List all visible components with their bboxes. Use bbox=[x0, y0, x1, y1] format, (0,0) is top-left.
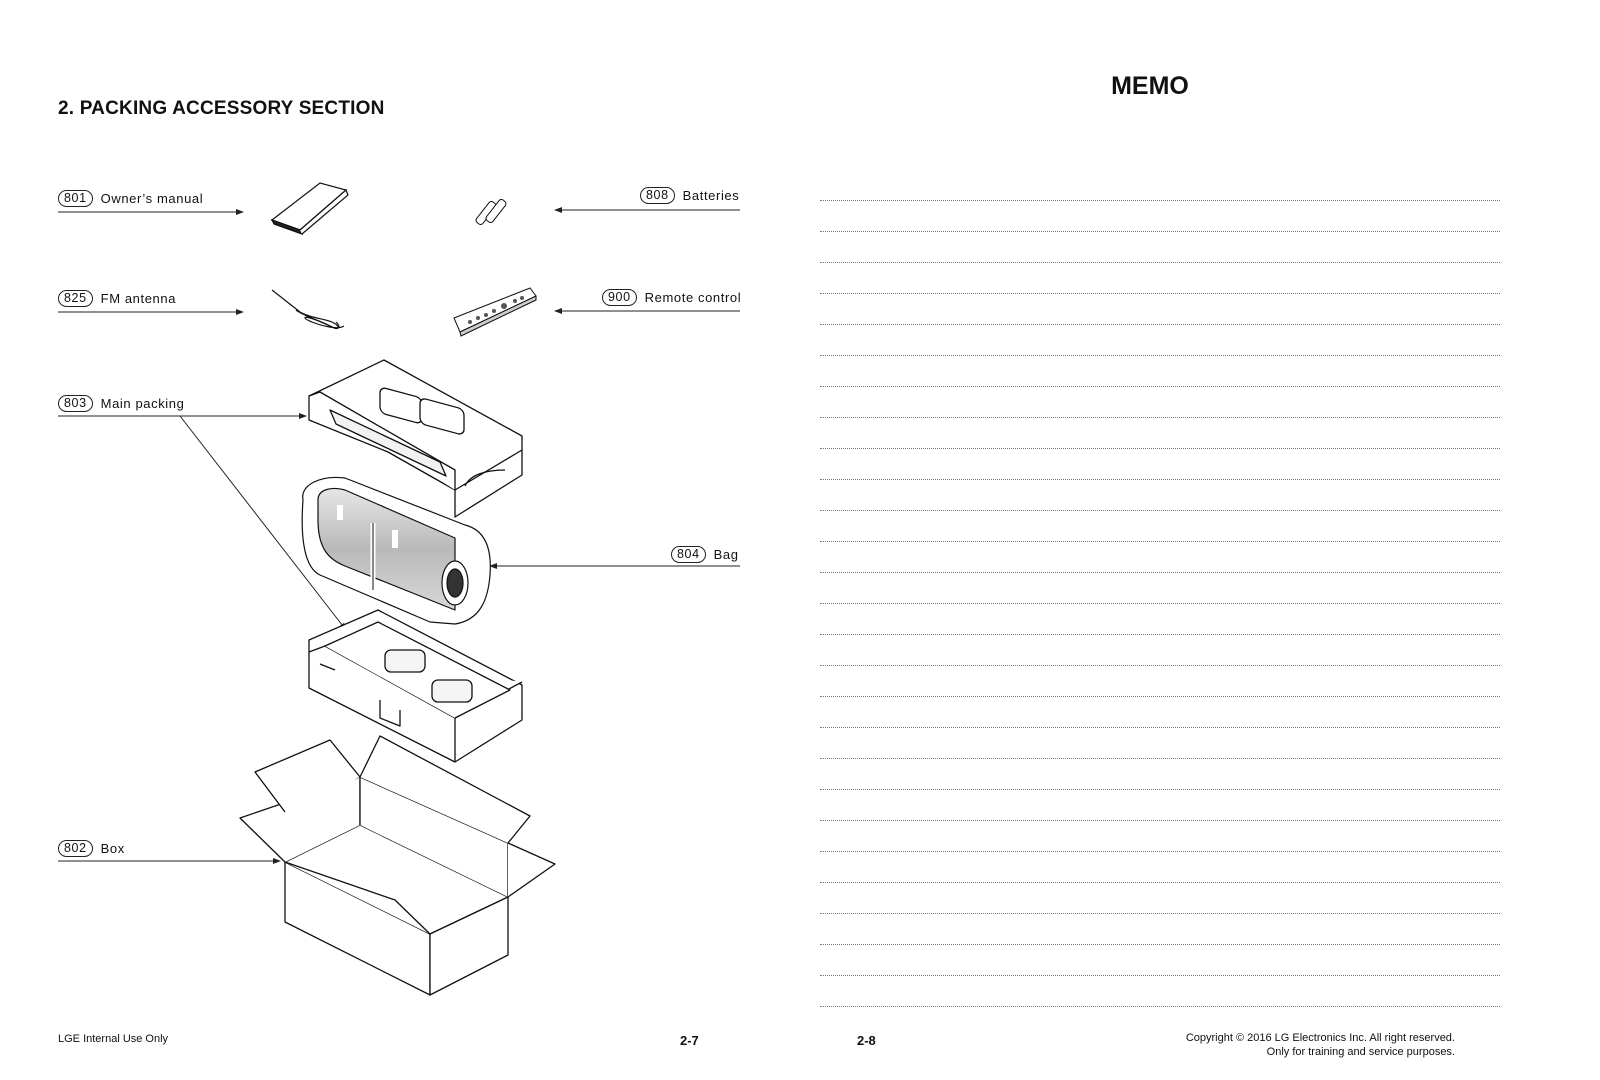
memo-line bbox=[820, 666, 1500, 697]
part-number: 808 bbox=[640, 187, 675, 204]
memo-line bbox=[820, 480, 1500, 511]
part-name: Batteries bbox=[682, 188, 740, 203]
batteries-illustration bbox=[475, 199, 507, 225]
memo-line bbox=[820, 356, 1500, 387]
memo-line bbox=[820, 852, 1500, 883]
memo-line bbox=[820, 697, 1500, 728]
usage-line: Only for training and service purposes. bbox=[1266, 1046, 1455, 1058]
memo-line bbox=[820, 170, 1500, 201]
packing-diagram bbox=[58, 182, 740, 996]
memo-line bbox=[820, 573, 1500, 604]
memo-line bbox=[820, 325, 1500, 356]
owners-manual-illustration bbox=[270, 182, 349, 236]
leader-line-main-packing-bottom bbox=[179, 415, 347, 631]
memo-line bbox=[820, 604, 1500, 635]
copyright-notice: Copyright © 2016 LG Electronics Inc. All… bbox=[1186, 1031, 1455, 1059]
memo-line bbox=[820, 542, 1500, 573]
part-label-owners-manual: 801 Owner’s manual bbox=[58, 190, 203, 207]
copyright-line: Copyright © 2016 LG Electronics Inc. All… bbox=[1185, 1032, 1455, 1044]
part-label-main-packing: 803 Main packing bbox=[58, 395, 184, 412]
right-page: MEMO 2-8 Copyright © 2016 LG Electronics… bbox=[800, 0, 1600, 1080]
left-page: 2. PACKING ACCESSORY SECTION 801 Owner’s… bbox=[58, 98, 741, 1048]
part-number: 802 bbox=[58, 840, 93, 857]
memo-line bbox=[820, 635, 1500, 666]
part-label-bag: 804 Bag bbox=[671, 546, 739, 563]
memo-line bbox=[820, 821, 1500, 852]
remote-control-illustration bbox=[453, 287, 537, 337]
section-title: 2. PACKING ACCESSORY SECTION bbox=[58, 98, 385, 119]
part-number: 825 bbox=[58, 290, 93, 307]
part-label-fm-antenna: 825 FM antenna bbox=[58, 290, 176, 307]
memo-line bbox=[820, 263, 1500, 294]
part-number: 804 bbox=[671, 546, 706, 563]
part-name: FM antenna bbox=[100, 291, 177, 306]
part-name: Box bbox=[100, 841, 125, 856]
memo-lines bbox=[820, 170, 1500, 1007]
memo-line bbox=[820, 759, 1500, 790]
memo-line bbox=[820, 790, 1500, 821]
memo-line bbox=[820, 201, 1500, 232]
memo-line bbox=[820, 387, 1500, 418]
memo-line bbox=[820, 883, 1500, 914]
memo-line bbox=[820, 976, 1500, 1007]
part-number: 801 bbox=[58, 190, 93, 207]
footer-internal-use: LGE Internal Use Only bbox=[58, 1033, 169, 1045]
part-label-box: 802 Box bbox=[58, 840, 125, 857]
page-number-left: 2-7 bbox=[680, 1033, 699, 1048]
part-label-remote-control: 900 Remote control bbox=[602, 289, 741, 306]
part-name: Owner’s manual bbox=[100, 191, 204, 206]
memo-line bbox=[820, 511, 1500, 542]
fm-antenna-illustration bbox=[271, 289, 345, 330]
memo-line bbox=[820, 449, 1500, 480]
memo-line bbox=[820, 294, 1500, 325]
memo-line bbox=[820, 945, 1500, 976]
part-name: Bag bbox=[713, 547, 739, 562]
memo-title: MEMO bbox=[1111, 72, 1189, 100]
part-number: 803 bbox=[58, 395, 93, 412]
memo-line bbox=[820, 914, 1500, 945]
box-illustration bbox=[239, 735, 556, 996]
memo-line bbox=[820, 232, 1500, 263]
main-packing-bottom-illustration bbox=[308, 609, 523, 763]
part-name: Main packing bbox=[100, 396, 185, 411]
memo-line bbox=[820, 418, 1500, 449]
memo-line bbox=[820, 728, 1500, 759]
page-number-right: 2-8 bbox=[857, 1033, 876, 1048]
part-number: 900 bbox=[602, 289, 637, 306]
part-label-batteries: 808 Batteries bbox=[640, 187, 739, 204]
main-packing-top-illustration bbox=[308, 359, 523, 518]
bag-illustration bbox=[301, 476, 491, 625]
part-name: Remote control bbox=[644, 290, 742, 305]
